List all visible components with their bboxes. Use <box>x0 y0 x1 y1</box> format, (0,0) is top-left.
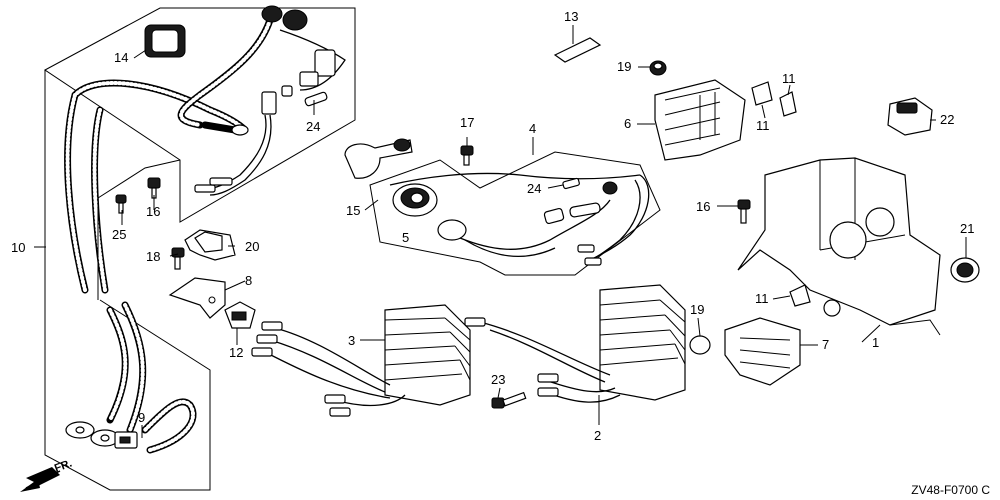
callout-11-mid: 11 <box>755 291 769 306</box>
callout-9: 9 <box>138 410 145 425</box>
cap-15 <box>344 138 413 179</box>
main-harness-cable <box>64 79 249 447</box>
front-direction-arrow: FR. <box>20 457 74 492</box>
switch-22 <box>887 97 933 136</box>
callout-6: 6 <box>624 116 631 131</box>
clip-11-top <box>751 81 797 117</box>
callout-14: 14 <box>114 50 128 65</box>
bolt-17 <box>460 145 474 166</box>
callout-24-top: 24 <box>306 119 320 134</box>
callout-2: 2 <box>594 428 601 443</box>
connector-5 <box>389 172 650 266</box>
callout-18: 18 <box>146 249 160 264</box>
callout-13: 13 <box>564 9 578 24</box>
callout-11-top-right: 11 <box>782 71 796 86</box>
holder-6 <box>654 79 746 161</box>
callout-8: 8 <box>245 273 252 288</box>
callout-24-center: 24 <box>527 181 541 196</box>
bracket-8 <box>168 277 226 319</box>
bolt-group-outline <box>97 159 181 300</box>
leader-lines <box>34 25 967 438</box>
grommet-19-top <box>649 60 667 76</box>
callout-25: 25 <box>112 227 126 242</box>
callout-20: 20 <box>245 239 259 254</box>
callout-10: 10 <box>11 240 25 255</box>
regulator-2 <box>464 284 686 403</box>
callout-11-top-left: 11 <box>756 118 770 133</box>
front-marker-label: FR. <box>53 457 74 474</box>
bolt-18 <box>171 247 185 270</box>
strap-9 <box>114 398 197 454</box>
callout-17: 17 <box>460 115 474 130</box>
callout-16-left: 16 <box>146 204 160 219</box>
clip-11-mid <box>789 284 811 307</box>
grommet-19-bottom <box>689 335 711 355</box>
callout-16-right: 16 <box>696 199 710 214</box>
bolt-25 <box>115 194 127 214</box>
callout-22: 22 <box>940 112 954 127</box>
callout-7: 7 <box>822 337 829 352</box>
label-13 <box>553 37 602 63</box>
bolt-16-right <box>737 199 751 224</box>
clip-12 <box>224 301 256 329</box>
bracket-1 <box>737 157 941 336</box>
clamp-20 <box>184 229 236 261</box>
ring-21 <box>950 257 980 283</box>
callout-15: 15 <box>346 203 360 218</box>
callout-19-top: 19 <box>617 59 631 74</box>
upper-harness <box>144 5 346 196</box>
holder-7 <box>724 317 801 386</box>
callout-12: 12 <box>229 345 243 360</box>
callout-4: 4 <box>529 121 536 136</box>
callout-21: 21 <box>960 221 974 236</box>
diagram-reference-code: ZV48-F0700 C <box>911 483 990 497</box>
fuse-24-center <box>562 177 580 190</box>
callout-1: 1 <box>872 335 879 350</box>
bolt-23 <box>491 391 527 409</box>
bolt-16-left <box>147 177 161 199</box>
regulator-3 <box>251 304 471 417</box>
callout-5: 5 <box>402 230 409 245</box>
callout-19-bottom: 19 <box>690 302 704 317</box>
harness-4-outline <box>369 151 661 276</box>
callout-3: 3 <box>348 333 355 348</box>
callout-23: 23 <box>491 372 505 387</box>
